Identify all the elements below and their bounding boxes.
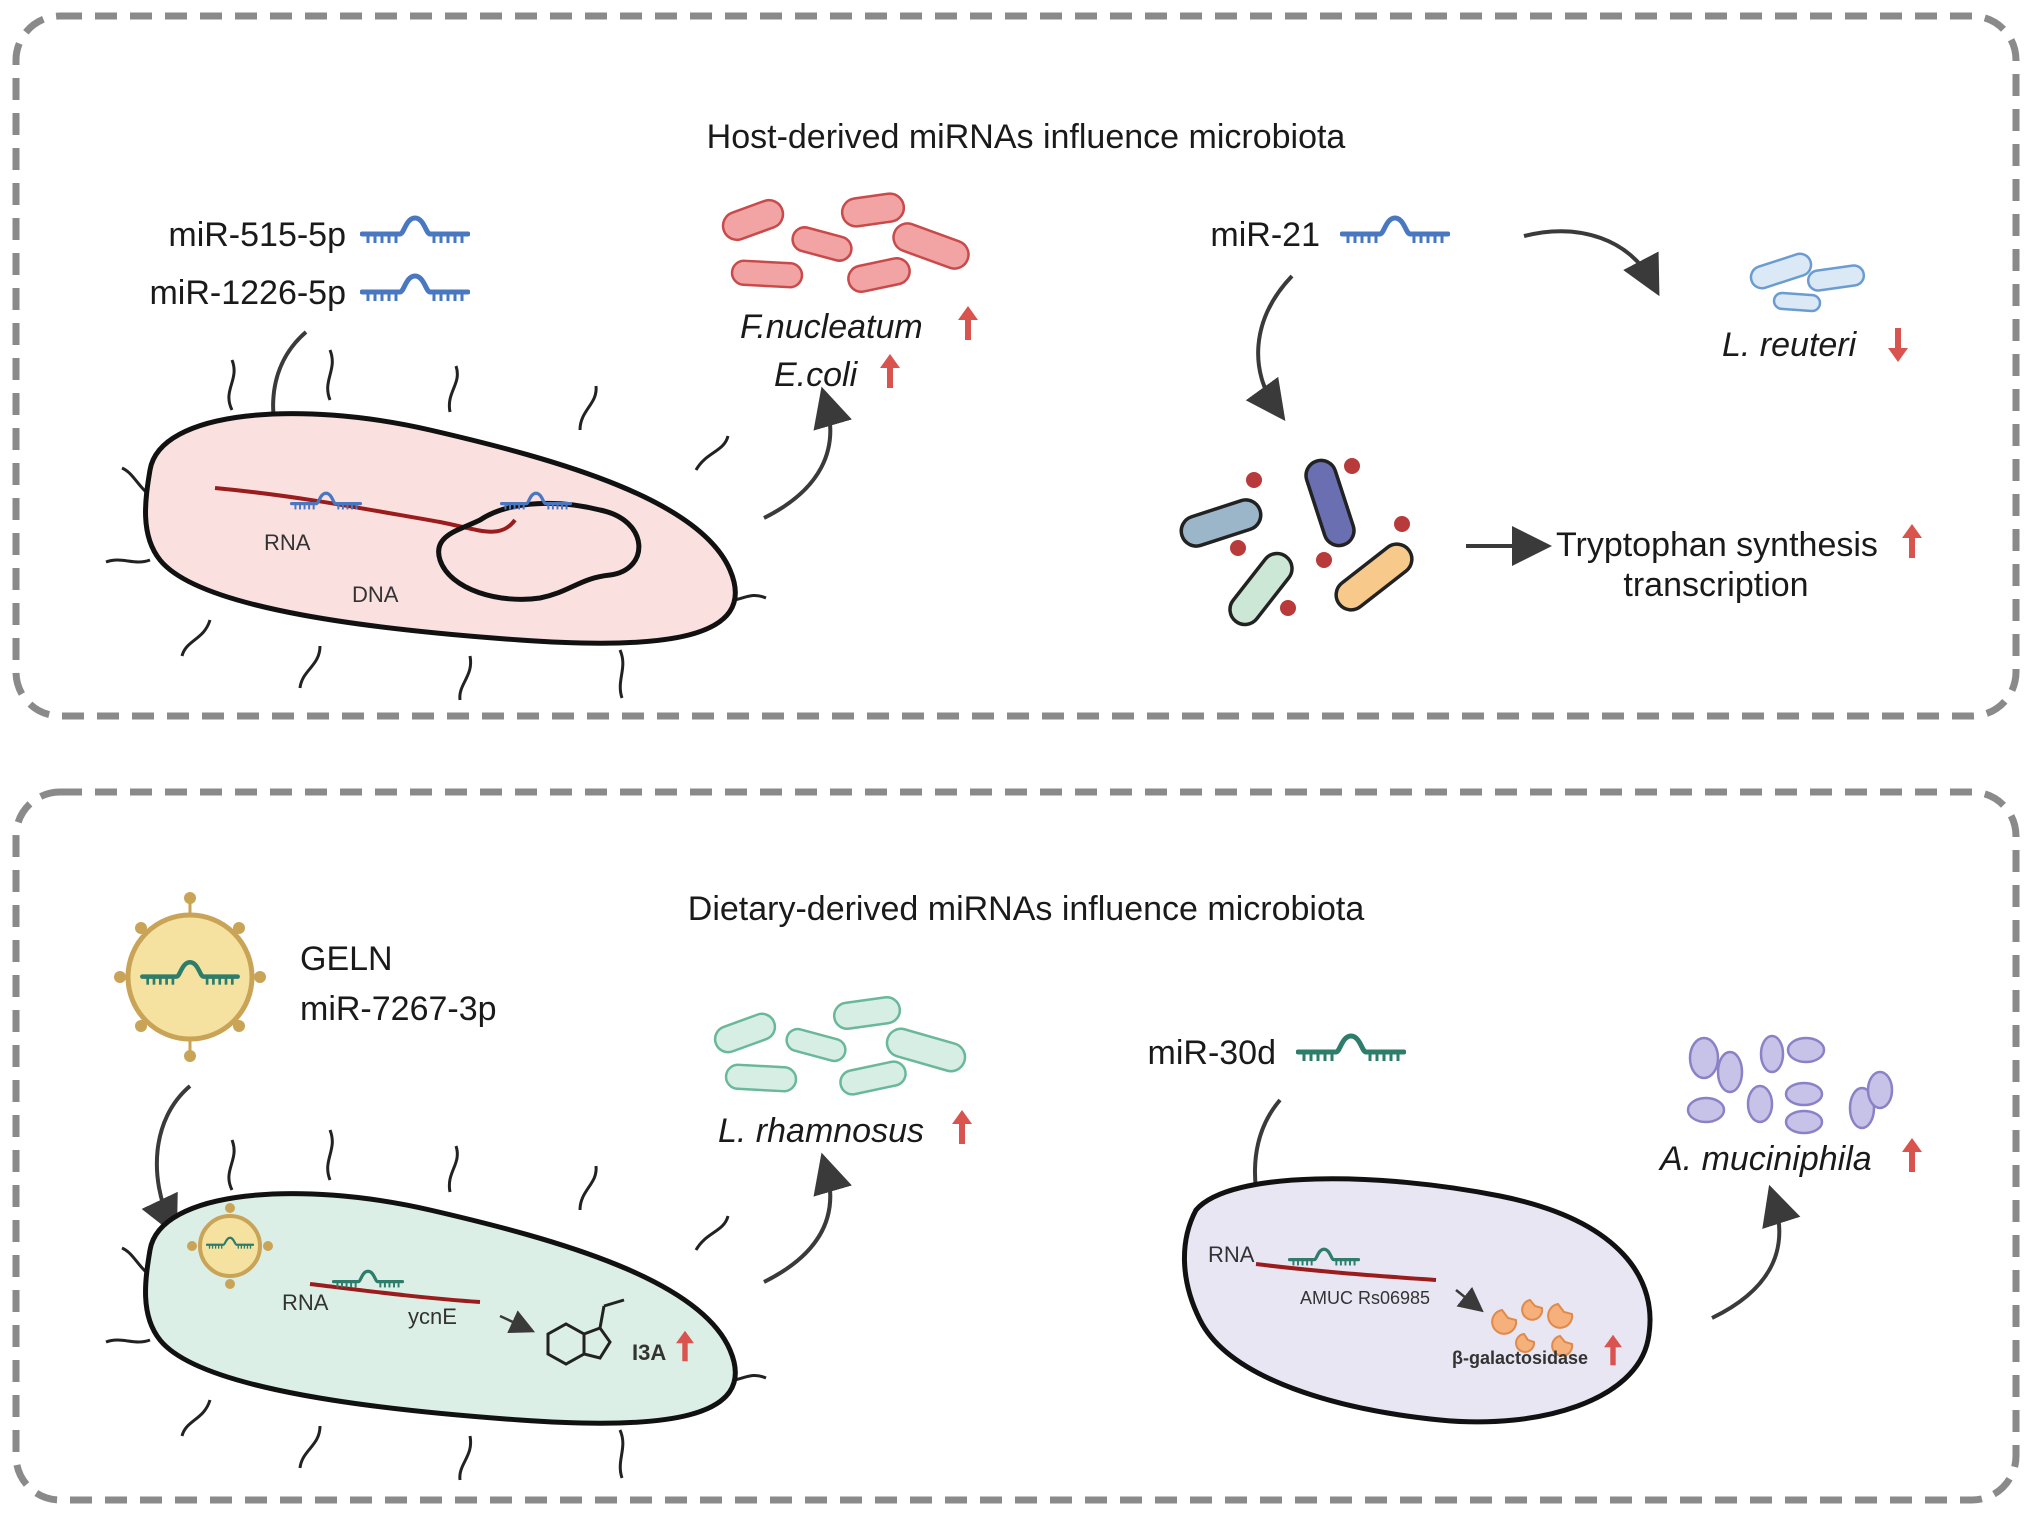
bottom-panel-title: Dietary-derived miRNAs influence microbi… bbox=[688, 890, 1365, 928]
lreuteri-label: L. reuteri bbox=[1722, 326, 1858, 364]
geln-vesicle-body bbox=[125, 912, 255, 1042]
galactosidase-arrow bbox=[1455, 1286, 1484, 1313]
enzyme-cluster-icon bbox=[1491, 1298, 1574, 1357]
mir30d-mirna-icon bbox=[1298, 1036, 1404, 1061]
host-dna-loop bbox=[436, 500, 642, 602]
galactosidase-label: β-galactosidase bbox=[1452, 1348, 1588, 1368]
top-panel: Host-derived miRNAs influence microbiota… bbox=[12, 12, 2020, 720]
mir30d-label: miR-30d bbox=[1148, 1034, 1276, 1072]
top-panel-title: Host-derived miRNAs influence microbiota bbox=[707, 118, 1346, 156]
top-panel-border bbox=[12, 12, 2020, 720]
lrhamnosus-up-arrow bbox=[952, 1110, 972, 1144]
purple-rna-strand bbox=[1255, 1262, 1437, 1282]
diet-rna-strand bbox=[309, 1282, 481, 1304]
mir7267-label: miR-7267-3p bbox=[300, 990, 497, 1028]
i3a-label: I3A bbox=[632, 1340, 666, 1365]
fnucleatum-up-arrow bbox=[958, 306, 978, 340]
fnucleatum-label: F.nucleatum bbox=[740, 308, 923, 346]
geln-vesicle bbox=[114, 892, 266, 1062]
i3a-arrow bbox=[499, 1310, 536, 1334]
amuciniphila-arrow bbox=[1711, 1184, 1801, 1320]
mir1226-mirna-icon bbox=[362, 276, 468, 301]
host-dna-label: DNA bbox=[352, 582, 399, 607]
diet-cell-body bbox=[143, 1191, 738, 1426]
diet-bacterium: RNA ycnE I3A bbox=[105, 1129, 767, 1481]
microbiota-arrow bbox=[1245, 274, 1294, 421]
internal-geln-icon bbox=[187, 1203, 273, 1289]
tryptophan-up-arrow bbox=[1902, 524, 1922, 558]
amuciniphila-cluster bbox=[1686, 1034, 1894, 1135]
mir515-label: miR-515-5p bbox=[168, 216, 346, 254]
tryptophan-label-line2: transcription bbox=[1623, 566, 1808, 604]
lrhamnosus-cluster bbox=[713, 995, 967, 1096]
host-rna-strand bbox=[214, 486, 517, 534]
amuc-label: AMUC Rs06985 bbox=[1300, 1288, 1430, 1308]
fnucleatum-cluster bbox=[721, 192, 970, 293]
lreuteri-down-arrow bbox=[1888, 328, 1908, 362]
mir21-mirna-icon bbox=[1342, 218, 1448, 243]
amuciniphila-up-arrow bbox=[1902, 1138, 1922, 1172]
geln-entry-arrow bbox=[141, 1084, 192, 1237]
tryptophan-label-line1: Tryptophan synthesis bbox=[1556, 526, 1878, 564]
mir515-mirna-icon bbox=[362, 218, 468, 243]
i3a-molecule-icon bbox=[546, 1298, 625, 1366]
amuciniphila-label: A. muciniphila bbox=[1658, 1140, 1872, 1178]
host-rna-label: RNA bbox=[264, 530, 311, 555]
host-cell-body bbox=[143, 411, 738, 646]
purple-cell-body bbox=[1181, 1176, 1653, 1425]
ecoli-up-arrow bbox=[880, 354, 900, 388]
purple-bacterium: RNA AMUC Rs06985 β-galactosidase bbox=[1181, 1176, 1653, 1425]
microbiota-cluster bbox=[1179, 458, 1414, 627]
purple-rna-label: RNA bbox=[1208, 1242, 1255, 1267]
geln-label: GELN bbox=[300, 940, 393, 978]
lrhamnosus-label: L. rhamnosus bbox=[718, 1112, 924, 1150]
fnucleatum-arrow bbox=[763, 386, 852, 520]
host-bacterium: RNA DNA bbox=[105, 349, 767, 701]
mir21-label: miR-21 bbox=[1210, 216, 1320, 254]
diet-rna-label: RNA bbox=[282, 1290, 329, 1315]
lreuteri-cluster bbox=[1749, 252, 1866, 313]
mir1226-label: miR-1226-5p bbox=[149, 274, 346, 312]
ecoli-label: E.coli bbox=[774, 356, 859, 394]
bottom-panel: Dietary-derived miRNAs influence microbi… bbox=[12, 788, 2020, 1504]
ycne-label: ycnE bbox=[408, 1304, 457, 1329]
lreuteri-arrow bbox=[1523, 229, 1660, 297]
bottom-panel-border bbox=[12, 788, 2020, 1504]
lrhamnosus-arrow bbox=[763, 1152, 852, 1284]
